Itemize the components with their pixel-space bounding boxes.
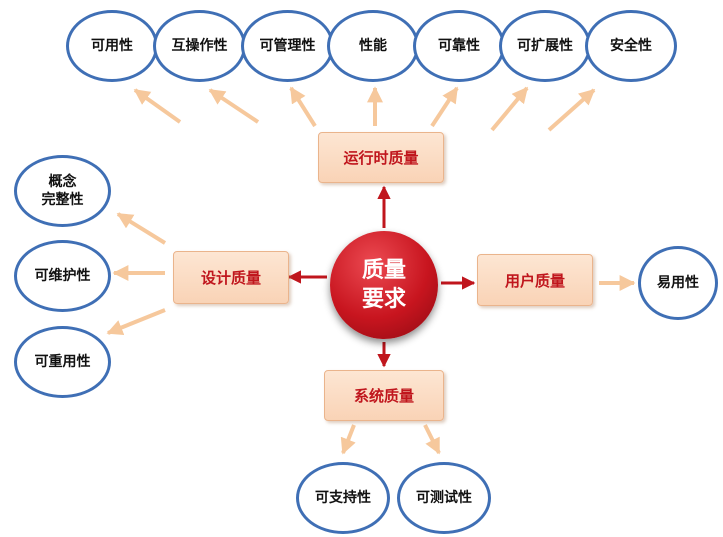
- arrow-availability: [133, 88, 182, 124]
- arrow-manageability: [289, 86, 317, 128]
- ellipse-security: 安全性: [585, 10, 677, 82]
- ellipse-supportability: 可支持性: [296, 462, 390, 534]
- center-quality-requirements: 质量 要求: [330, 231, 438, 339]
- arrow-testability: [423, 424, 441, 455]
- category-design-quality: 设计质量: [173, 251, 289, 304]
- category-runtime-quality: 运行时质量: [318, 132, 444, 183]
- arrow-supportability: [340, 424, 356, 455]
- arrow-scalability: [490, 86, 529, 132]
- ellipse-availability: 可用性: [66, 10, 158, 82]
- ellipse-scalability: 可扩展性: [499, 10, 591, 82]
- ellipse-maintainability: 可维护性: [14, 240, 111, 312]
- ellipse-performance: 性能: [327, 10, 419, 82]
- arrow-reliability: [430, 86, 459, 128]
- ellipse-reliability: 可靠性: [413, 10, 505, 82]
- arrow-interoperability: [208, 88, 260, 124]
- arrow-security: [547, 88, 596, 132]
- ellipse-testability: 可测试性: [397, 462, 491, 534]
- ellipse-usability: 易用性: [638, 246, 718, 320]
- category-user-quality: 用户质量: [477, 254, 593, 306]
- arrow-conceptual-integrity: [116, 212, 167, 245]
- ellipse-manageability: 可管理性: [241, 10, 334, 82]
- category-system-quality: 系统质量: [324, 370, 444, 421]
- ellipse-reusability: 可重用性: [14, 326, 111, 398]
- ellipse-interoperability: 互操作性: [153, 10, 246, 82]
- ellipse-conceptual-integrity: 概念 完整性: [14, 155, 111, 227]
- arrow-reusability: [106, 308, 166, 336]
